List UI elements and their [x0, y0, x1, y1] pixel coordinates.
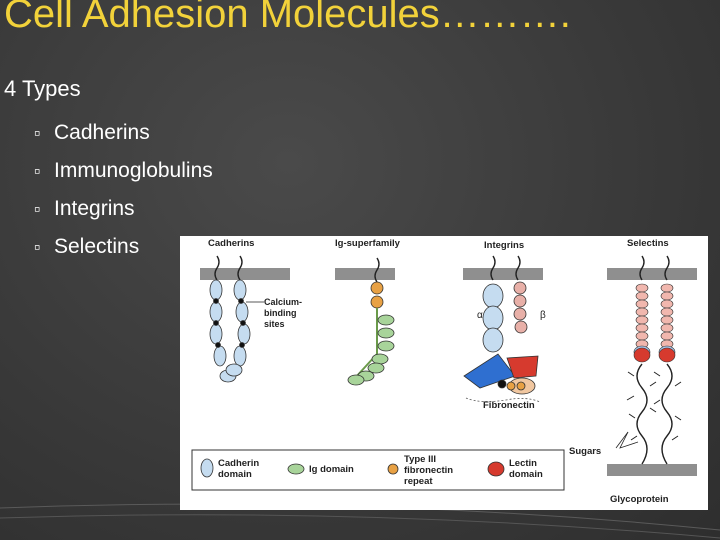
label-binding: binding — [264, 308, 297, 318]
legend-lectin-label-2: domain — [509, 469, 543, 480]
membrane-integrins — [463, 268, 543, 280]
bullet-icon: ▫ — [34, 123, 41, 143]
legend-cadherin-label-2: domain — [218, 469, 252, 480]
slide-title: Cell Adhesion Molecules………. — [4, 0, 571, 36]
label-sugars: Sugars — [569, 446, 601, 457]
types-list: ▫ Cadherins ▫ Immunoglobulins ▫ Integrins ▫… — [34, 114, 213, 266]
label-calcium: Calcium- — [264, 297, 302, 307]
integrin-molecule — [463, 255, 541, 403]
legend-cadherin-swatch — [200, 458, 214, 478]
cam-diagram-svg: Cadherins Ig-superfamily Integrins Selec… — [191, 238, 697, 505]
bullet-icon: ▫ — [34, 237, 41, 257]
membrane-selectins-bottom — [607, 464, 697, 476]
bullet-icon: ▫ — [34, 161, 41, 181]
header-cadherins: Cadherins — [208, 238, 254, 249]
label-sites: sites — [264, 319, 285, 329]
legend-type3-label-2: fibronectin — [404, 465, 453, 476]
legend-type3-label-3: repeat — [404, 476, 433, 487]
legend-fibronectin-swatch — [387, 463, 399, 475]
legend-ig-swatch — [287, 463, 305, 475]
bullet-icon: ▫ — [34, 199, 41, 219]
membrane-cadherins — [200, 268, 290, 280]
header-ig-superfamily: Ig-superfamily — [335, 238, 401, 249]
selectin-molecule — [626, 255, 682, 465]
list-item-selectins: ▫ Selectins — [34, 228, 213, 266]
list-item-label: Immunoglobulins — [54, 159, 213, 182]
legend-lectin-label: Lectin — [509, 458, 537, 469]
list-item-label: Selectins — [54, 235, 140, 258]
label-alpha: α — [477, 310, 483, 321]
slide-subtitle: 4 Types — [4, 76, 81, 101]
list-item-immunoglobulins: ▫ Immunoglobulins — [34, 152, 213, 190]
diagram-legend: Cadherin domain Ig domain Type III fibro… — [191, 449, 565, 491]
list-item-label: Cadherins — [54, 121, 150, 144]
label-beta: β — [540, 310, 546, 321]
legend-cadherin-label: Cadherin — [218, 458, 259, 469]
label-fibronectin: Fibronectin — [483, 400, 535, 411]
membrane-selectins-top — [607, 268, 697, 280]
list-item-label: Integrins — [54, 197, 135, 220]
ig-superfamily-molecule — [347, 257, 395, 386]
cadherin-molecule — [209, 255, 251, 383]
label-glycoprotein: Glycoprotein — [610, 494, 669, 505]
cam-diagram: Cadherins Ig-superfamily Integrins Selec… — [180, 236, 708, 510]
header-selectins: Selectins — [627, 238, 669, 249]
legend-lectin-swatch — [487, 461, 505, 477]
list-item-integrins: ▫ Integrins — [34, 190, 213, 228]
legend-type3-label: Type III — [404, 454, 436, 465]
header-integrins: Integrins — [484, 240, 524, 251]
list-item-cadherins: ▫ Cadherins — [34, 114, 213, 152]
membrane-ig — [335, 268, 395, 280]
legend-ig-label: Ig domain — [309, 464, 354, 475]
